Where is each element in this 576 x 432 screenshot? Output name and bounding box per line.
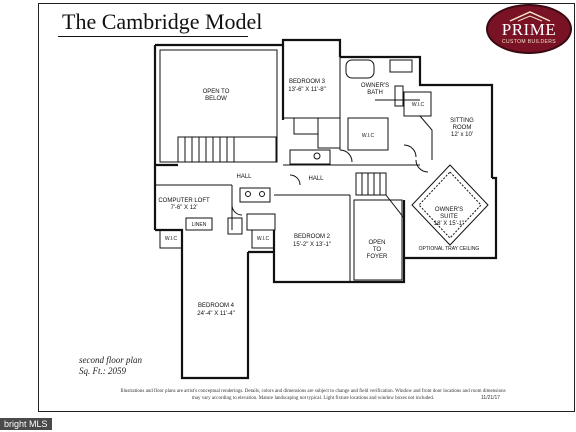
roof-icon [509, 11, 551, 22]
open-below-label-2: BELOW [205, 96, 227, 102]
open-foyer-label-1: OPEN [368, 240, 385, 246]
open-foyer-label-2: TO [373, 247, 382, 253]
caption-sqft: Sq. Ft.: 2059 [79, 366, 126, 376]
owners-suite-label-2: SUITE [440, 214, 458, 220]
bedroom4-name: BEDROOM 4 [198, 303, 235, 309]
open-foyer-label-3: FOYER [367, 254, 388, 260]
brand-name: PRIME [501, 20, 557, 39]
wic-bath-label: W.I.C [412, 102, 425, 108]
hall-label-left: HALL [236, 174, 252, 180]
computer-loft-name: COMPUTER LOFT [158, 198, 210, 204]
sitting-room-label-1: SITTING [450, 118, 474, 124]
mls-watermark: bright MLS [0, 418, 52, 430]
title-underline [58, 36, 248, 37]
wic-middle-label: W.I.C [362, 133, 375, 139]
tray-ceiling-note: OPTIONAL TRAY CEILING [419, 246, 480, 252]
brand-logo: PRIME CUSTOM BUILDERS [486, 4, 572, 54]
linen-label: LINEN [192, 222, 207, 228]
sitting-room-label-2: ROOM [453, 125, 472, 131]
exterior-walls [153, 38, 498, 380]
caption-floor: second floor plan [79, 355, 142, 365]
wic-bedroom2-label: W.I.C [257, 236, 270, 242]
bedroom4-dims: 24'-4" X 11'-4" [197, 311, 234, 317]
bedroom3-dims: 13'-6" X 11'-8" [288, 87, 325, 93]
revision-date: 11/21/17 [481, 395, 501, 401]
wic-left-label: W.I.C [165, 236, 178, 242]
plan-caption: second floor plan Sq. Ft.: 2059 [79, 355, 142, 377]
owners-suite-label-1: OWNER'S [435, 207, 463, 213]
bedroom2-name: BEDROOM 2 [294, 234, 331, 240]
owners-bath-label-1: OWNER'S [361, 83, 389, 89]
disclaimer-text: Illustrations and floor plans are artist… [120, 389, 506, 401]
hall-label-right: HALL [308, 176, 324, 182]
sitting-room-dims: 12' x 10' [451, 132, 473, 138]
owners-bath-label-2: BATH [367, 90, 383, 96]
open-below-label-1: OPEN TO [203, 89, 230, 95]
page-title: The Cambridge Model [62, 9, 263, 34]
interior-walls [155, 49, 489, 282]
owners-suite-dims: 18' X 15'-1" [434, 221, 464, 227]
bedroom2-dims: 15'-2" X 13'-1" [293, 242, 331, 248]
bedroom3-name: BEDROOM 3 [289, 79, 326, 85]
computer-loft-dims: 7'-6" X 12' [170, 205, 197, 211]
brand-subtitle: CUSTOM BUILDERS [502, 39, 556, 45]
plan-sheet-border [38, 3, 575, 412]
